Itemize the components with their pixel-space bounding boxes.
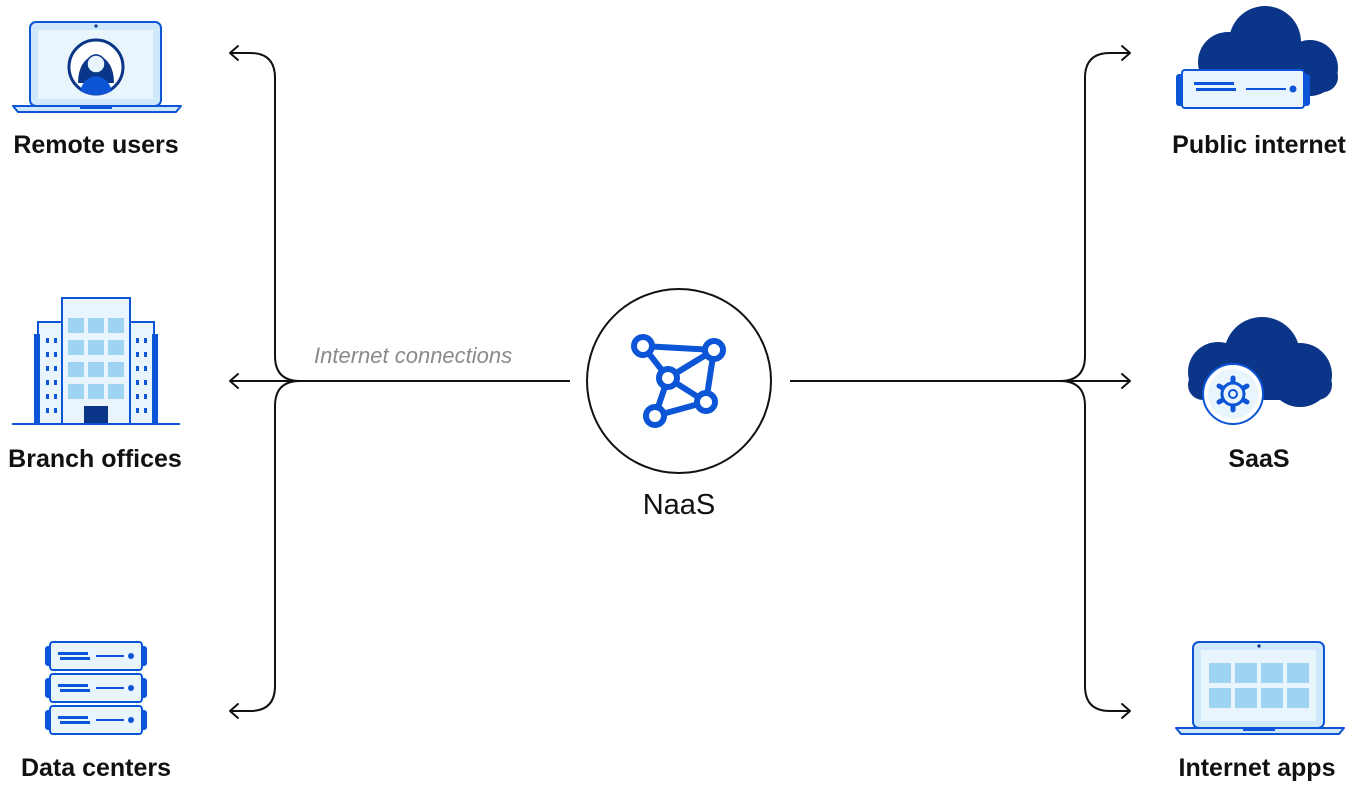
public-internet-label: Public internet <box>1172 131 1346 159</box>
left-connector-lines <box>230 52 570 712</box>
remote-users-label: Remote users <box>13 131 179 159</box>
right-connector-lines <box>790 52 1130 712</box>
network-mesh-icon <box>631 334 726 428</box>
arrowhead-saas <box>1121 373 1131 389</box>
arrowhead-public-internet <box>1121 45 1131 61</box>
branch-offices-label: Branch offices <box>8 445 182 473</box>
cloud-server-icon <box>1176 6 1338 109</box>
internet-connections-label: Internet connections <box>314 343 513 368</box>
server-rack-icon <box>45 641 147 735</box>
office-building-icon <box>12 297 180 425</box>
saas-label: SaaS <box>1228 445 1290 473</box>
naas-hub <box>586 288 772 474</box>
arrowhead-internet-apps <box>1121 703 1131 719</box>
naas-label: NaaS <box>642 489 716 521</box>
cloud-gear-icon <box>1188 317 1332 425</box>
arrowhead-data-centers <box>229 703 239 719</box>
left-arrowheads <box>229 45 239 719</box>
right-arrowheads <box>1121 45 1131 719</box>
arrowhead-remote-users <box>229 45 239 61</box>
laptop-user-icon <box>12 21 182 113</box>
laptop-apps-icon <box>1175 641 1345 735</box>
data-centers-label: Data centers <box>20 754 172 782</box>
internet-apps-label: Internet apps <box>1178 754 1336 782</box>
arrowhead-branch-offices <box>229 373 239 389</box>
